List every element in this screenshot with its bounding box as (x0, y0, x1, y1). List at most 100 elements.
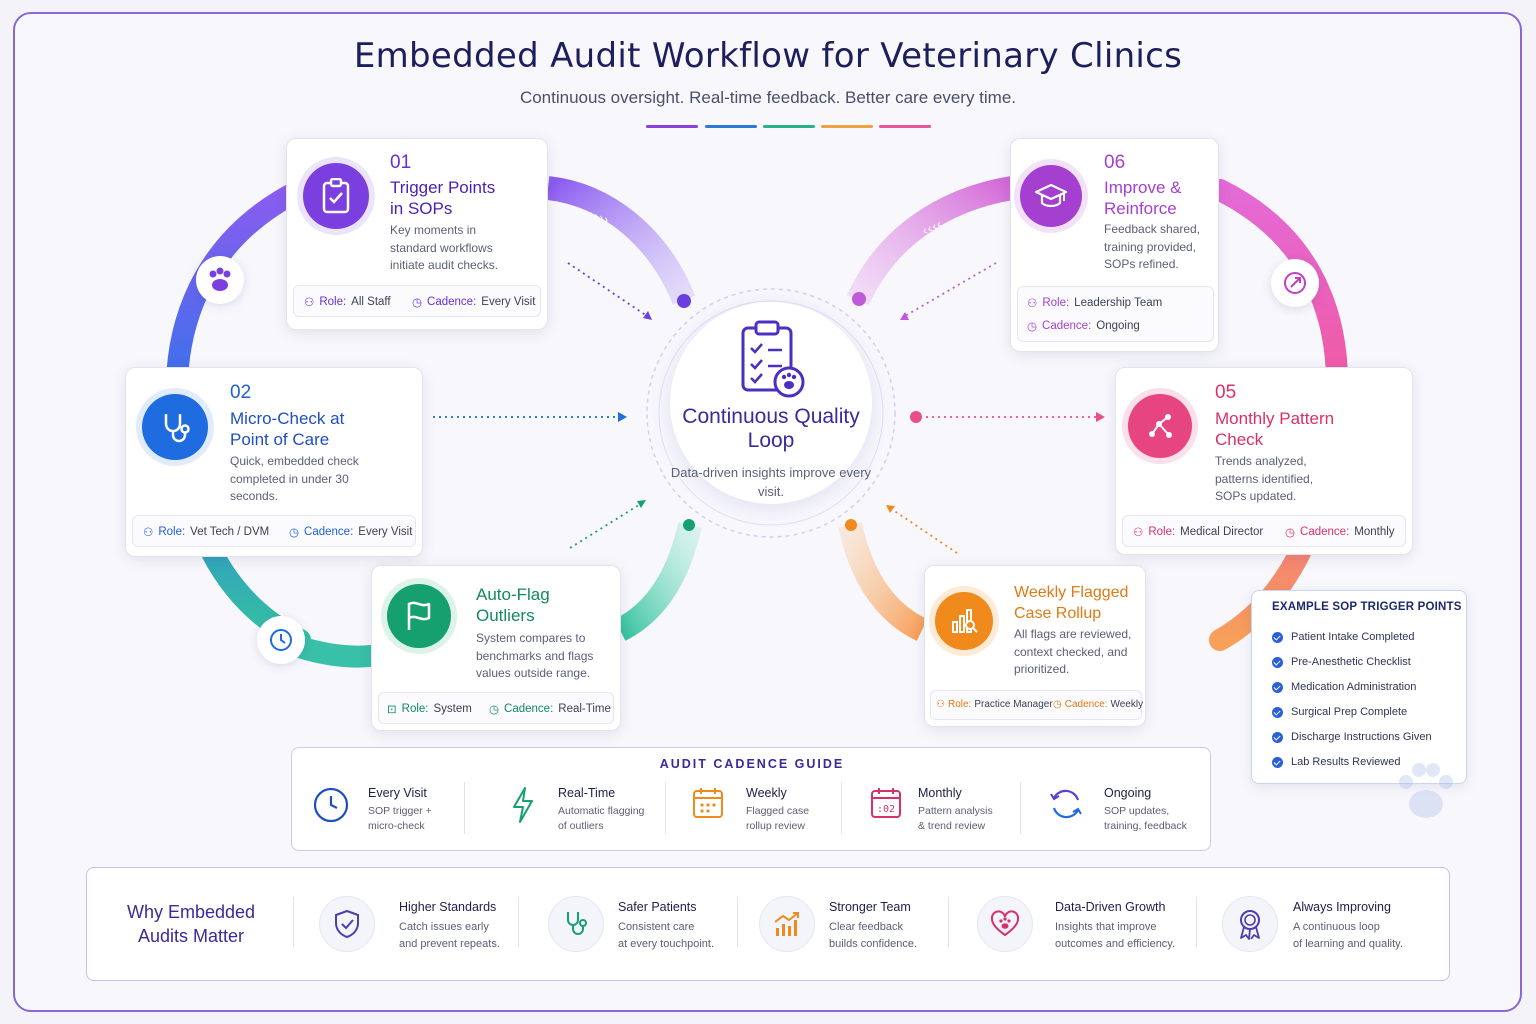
page-title: Embedded Audit Workflow for Veterinary C… (353, 36, 1183, 76)
audit-cadence-guide: AUDIT CADENCE GUIDE Every Visit SOP trig… (291, 747, 1211, 851)
center-loop (670, 302, 872, 504)
check-icon (1272, 656, 1283, 668)
sop-trigger-item: Pre-Anesthetic Checklist (1272, 656, 1411, 668)
shield-check-icon (319, 896, 375, 952)
step-card-02[interactable]: 02 Micro-Check at Point of Care Quick, e… (125, 367, 423, 557)
cadence-value: Every Visit (358, 526, 413, 538)
step-card-auto-flag[interactable]: Auto-Flag Outliers System compares to be… (371, 565, 621, 731)
cadence-item-ongoing: Ongoing SOP updates,training, feedback (1048, 784, 1198, 840)
divider (518, 897, 519, 947)
step-title: Improve & Reinforce (1104, 178, 1182, 218)
divider (1020, 782, 1021, 834)
step-description: Feedback shared, training provided, SOPs… (1104, 222, 1201, 271)
cadence-item-monthly: :02 Monthly Pattern analysis& trend revi… (870, 784, 1020, 840)
step-description: All flags are reviewed, context checked,… (1014, 627, 1132, 676)
divider (293, 897, 294, 947)
check-icon (1272, 756, 1283, 768)
role-value: Vet Tech / DVM (190, 526, 270, 538)
check-icon (1272, 706, 1283, 718)
sop-trigger-item: Patient Intake Completed (1272, 631, 1415, 643)
divider (948, 897, 949, 947)
role-value: System (433, 703, 472, 715)
underline-4 (821, 125, 873, 128)
step-title: Trigger Points in SOPs (390, 178, 496, 218)
robot-icon: ⊡ (387, 704, 397, 716)
role-value: All Staff (351, 296, 391, 308)
cadence-guide-title: AUDIT CADENCE GUIDE (659, 757, 845, 771)
divider (464, 782, 465, 834)
cadence-item-every-visit: Every Visit SOP trigger +micro-check (312, 784, 462, 840)
heart-paw-icon (977, 896, 1033, 952)
underline-2 (705, 125, 757, 128)
pattern-nodes-icon (1128, 394, 1192, 458)
step-meta: ⚇Role:Vet Tech / DVM ◷Cadence:Every Visi… (132, 515, 416, 547)
sop-trigger-item: Discharge Instructions Given (1272, 731, 1432, 743)
clock-icon: ◷ (1027, 321, 1038, 333)
cadence-value: Monthly (1354, 526, 1395, 538)
step-description: Key moments in standard workflows initia… (390, 223, 499, 272)
underline-1 (646, 125, 698, 128)
sop-trigger-item: Lab Results Reviewed (1272, 756, 1400, 768)
divider (841, 782, 842, 834)
clock-icon: ◷ (289, 527, 300, 539)
clipboard-check-icon (303, 163, 369, 229)
calendar-month-icon: :02 (871, 788, 901, 818)
target-arrow-icon (1271, 259, 1319, 307)
page-subtitle: Continuous oversight. Real-time feedback… (519, 88, 1017, 107)
flag-icon (387, 584, 451, 648)
step-meta: ⚇Role:Practice Manager ◷Cadence:Weekly (930, 690, 1144, 720)
check-icon (1272, 731, 1283, 743)
underline-3 (763, 125, 815, 128)
graduation-cap-icon (1020, 165, 1082, 227)
sop-trigger-item: Medication Administration (1272, 681, 1416, 693)
cadence-value: Ongoing (1096, 320, 1140, 332)
svg-text::02: :02 (877, 804, 895, 815)
award-ribbon-icon (1222, 896, 1278, 952)
clock-refresh-icon (257, 616, 305, 664)
clock-icon: ◷ (1285, 527, 1296, 539)
check-icon (1272, 631, 1283, 643)
clipboard-paw-icon (740, 320, 806, 405)
person-icon: ⚇ (936, 699, 945, 710)
center-description: Data-driven insights improve every visit… (670, 465, 872, 499)
role-value: Medical Director (1180, 526, 1264, 538)
clock-icon: ◷ (412, 297, 423, 309)
divider (1196, 897, 1197, 947)
step-meta: ⊡Role:System ◷Cadence:Real-Time (378, 692, 614, 724)
stethoscope-icon (548, 896, 604, 952)
clock-icon: ◷ (1053, 699, 1062, 710)
stethoscope-icon (142, 394, 208, 460)
step-title: Monthly Pattern Check (1215, 409, 1335, 449)
sop-trigger-item: Surgical Prep Complete (1272, 706, 1407, 718)
step-number: 05 (1215, 382, 1237, 403)
refresh-icon (1050, 789, 1082, 819)
clock-icon (313, 787, 349, 823)
person-icon: ⚇ (1027, 298, 1038, 310)
step-description: Trends analyzed, patterns identified, SO… (1215, 454, 1314, 503)
cadence-value: Weekly (1110, 699, 1144, 710)
person-icon: ⚇ (304, 297, 315, 309)
lightning-icon (513, 787, 533, 823)
step-card-01[interactable]: 01 Trigger Points in SOPs Key moments in… (286, 138, 548, 330)
step-meta: ⚇Role:Leadership Team ◷Cadence:Ongoing (1017, 286, 1214, 342)
step-card-06[interactable]: 06 Improve & Reinforce Feedback shared, … (1010, 138, 1219, 352)
clock-icon: ◷ (489, 704, 500, 716)
step-number: 06 (1104, 152, 1126, 173)
cadence-value: Real-Time (558, 703, 611, 715)
role-value: Leadership Team (1074, 297, 1163, 309)
step-card-05[interactable]: 05 Monthly Pattern Check Trends analyzed… (1115, 367, 1413, 555)
person-icon: ⚇ (1133, 527, 1144, 539)
sop-trigger-panel: EXAMPLE SOP TRIGGER POINTS Patient Intak… (1251, 590, 1467, 784)
step-title: Auto-Flag Outliers (476, 585, 550, 625)
step-description: Quick, embedded check completed in under… (230, 454, 359, 503)
paw-icon (196, 256, 244, 304)
cadence-value: Every Visit (481, 296, 536, 308)
check-icon (1272, 681, 1283, 693)
underline-5 (879, 125, 931, 128)
step-card-weekly[interactable]: Weekly Flagged Case Rollup All flags are… (924, 565, 1146, 727)
person-icon: ⚇ (143, 527, 154, 539)
step-title: Micro-Check at Point of Care (230, 409, 345, 449)
divider (665, 782, 666, 834)
